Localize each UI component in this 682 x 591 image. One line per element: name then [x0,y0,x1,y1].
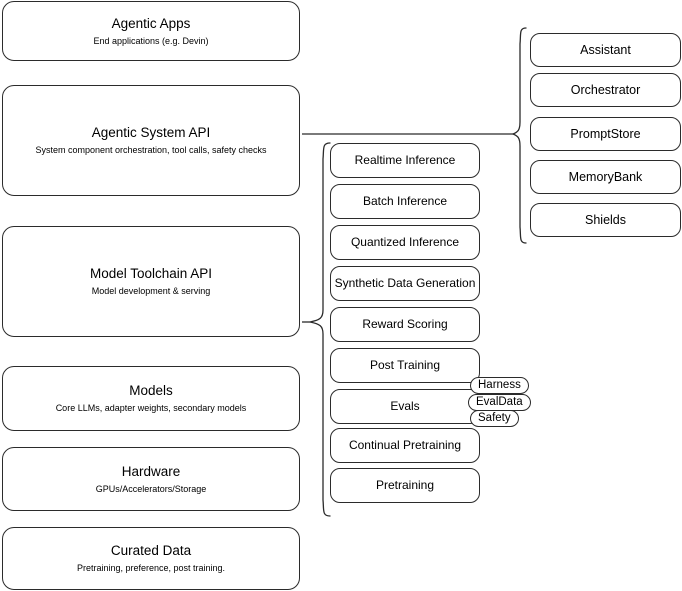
eval-badge-label: Harness [478,379,521,391]
capability-box-batch-inference[interactable]: Batch Inference [330,184,480,219]
layer-subtitle: Core LLMs, adapter weights, secondary mo… [55,403,247,413]
capability-box-reward-scoring[interactable]: Reward Scoring [330,307,480,342]
component-box-promptstore[interactable]: PromptStore [530,117,681,151]
brace-middle-capabilities [309,142,331,517]
layer-box-agentic-system-api[interactable]: Agentic System API System component orch… [2,85,300,196]
capability-title: Pretraining [375,478,435,492]
brace-right-components [511,27,527,244]
capability-title: Batch Inference [362,194,448,208]
component-title: PromptStore [570,127,641,141]
eval-badge-harness[interactable]: Harness [470,377,529,394]
layer-title: Model Toolchain API [89,266,213,281]
component-box-shields[interactable]: Shields [530,203,681,237]
component-title: Assistant [580,43,631,57]
layer-subtitle: End applications (e.g. Devin) [93,35,209,46]
capability-box-synthetic-data-generation[interactable]: Synthetic Data Generation [330,266,480,301]
eval-badge-label: Safety [478,412,511,424]
eval-badge-label: EvalData [476,396,523,408]
layer-box-agentic-apps[interactable]: Agentic Apps End applications (e.g. Devi… [2,1,300,61]
layer-title: Hardware [121,463,181,479]
capability-title: Synthetic Data Generation [334,276,476,290]
component-title: Shields [585,213,626,227]
eval-badge-safety[interactable]: Safety [470,410,519,427]
layer-subtitle: Model development & serving [91,286,211,296]
component-box-orchestrator[interactable]: Orchestrator [530,73,681,107]
capability-box-realtime-inference[interactable]: Realtime Inference [330,143,480,178]
component-title: Orchestrator [570,83,641,97]
layer-box-model-toolchain-api[interactable]: Model Toolchain API Model development & … [2,226,300,337]
layer-box-curated-data[interactable]: Curated Data Pretraining, preference, po… [2,527,300,590]
capability-box-continual-pretraining[interactable]: Continual Pretraining [330,428,480,463]
layer-title: Curated Data [110,543,192,558]
capability-box-post-training[interactable]: Post Training [330,348,480,383]
capability-title: Continual Pretraining [348,438,462,452]
capability-title: Post Training [369,358,441,372]
capability-title: Reward Scoring [362,317,448,331]
capability-box-evals[interactable]: Evals [330,389,480,424]
capability-title: Evals [390,399,420,413]
eval-badge-evaldata[interactable]: EvalData [468,394,531,411]
layer-title: Models [129,383,173,398]
component-title: MemoryBank [568,170,643,184]
component-box-assistant[interactable]: Assistant [530,33,681,67]
layer-box-models[interactable]: Models Core LLMs, adapter weights, secon… [2,366,300,431]
capability-box-pretraining[interactable]: Pretraining [330,468,480,503]
layer-box-hardware[interactable]: Hardware GPUs/Accelerators/Storage [2,447,300,511]
layer-title: Agentic Apps [111,15,191,31]
layer-subtitle: Pretraining, preference, post training. [76,563,226,573]
capability-box-quantized-inference[interactable]: Quantized Inference [330,225,480,260]
layer-subtitle: GPUs/Accelerators/Storage [95,483,207,494]
layer-title: Agentic System API [91,125,211,140]
capability-title: Realtime Inference [354,153,456,167]
capability-title: Quantized Inference [350,235,460,249]
component-box-memorybank[interactable]: MemoryBank [530,160,681,194]
layer-subtitle: System component orchestration, tool cal… [35,145,267,155]
